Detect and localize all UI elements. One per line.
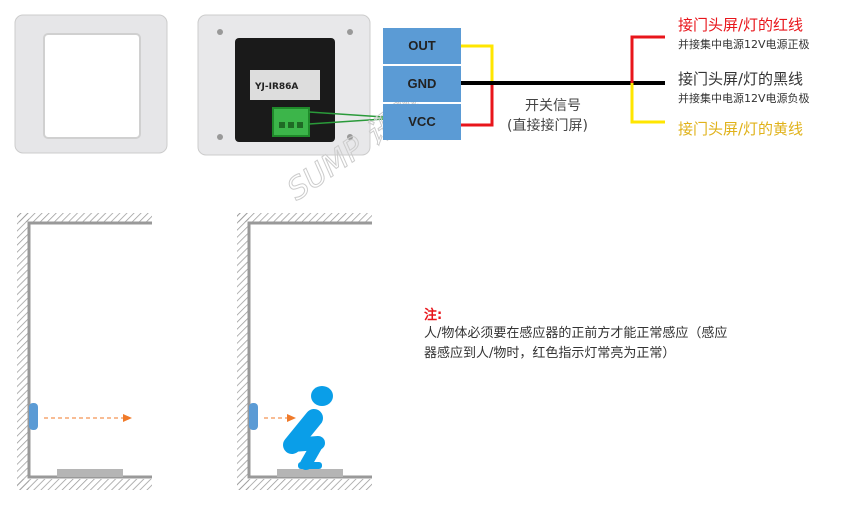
note-heading: 注:	[424, 308, 443, 323]
black-wire-label: 接门头屏/灯的黑线	[678, 70, 804, 88]
wiring	[461, 35, 665, 127]
note-line-2: 器感应到人/物时，红色指示灯常亮为正常）	[424, 346, 676, 361]
black-wire-sub: 并接集中电源12V电源负极	[678, 92, 810, 105]
room-with-person	[237, 213, 372, 490]
front-panel-image	[14, 14, 168, 154]
note-line-1: 人/物体必须要在感应器的正前方才能正常感应（感应	[424, 326, 728, 341]
terminal-gnd: GND	[383, 66, 461, 102]
yellow-wire-label: 接门头屏/灯的黄线	[678, 120, 804, 138]
room-empty	[17, 213, 152, 490]
arrow-icon	[287, 414, 296, 422]
red-wire-sub: 并接集中电源12V电源正极	[678, 38, 810, 51]
red-wire-label: 接门头屏/灯的红线	[678, 16, 804, 34]
sensor-icon	[29, 403, 38, 430]
terminal-out: OUT	[383, 28, 461, 64]
sensor-icon	[249, 403, 258, 430]
signal-label: 开关信号	[525, 98, 581, 114]
signal-label-sub: (直接接门屏)	[507, 118, 588, 134]
person-icon	[283, 386, 333, 470]
module-label: YJ-IR86A	[254, 82, 298, 92]
terminal-vcc: VCC	[383, 104, 461, 140]
arrow-icon	[123, 414, 132, 422]
back-panel-image: YJ-IR86A	[197, 14, 384, 156]
